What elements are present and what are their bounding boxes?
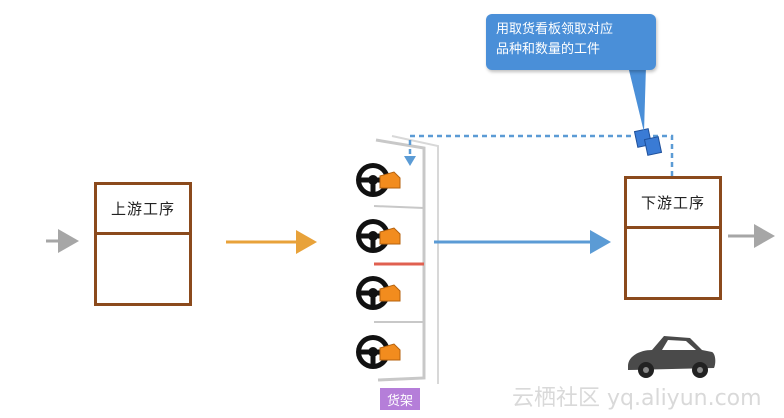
shelf-label: 货架 — [380, 388, 420, 410]
shelf-item-1 — [356, 163, 401, 197]
shelf-item-3 — [356, 276, 401, 310]
downstream-process-label: 下游工序 — [627, 179, 719, 229]
shelf-item-2 — [356, 219, 401, 253]
kanban-cards-icon — [633, 128, 663, 156]
upstream-process-box: 上游工序 — [94, 182, 192, 306]
upstream-process-label: 上游工序 — [97, 185, 189, 235]
watermark: 云栖社区 yq.aliyun.com — [512, 386, 762, 411]
callout-pointer — [628, 66, 646, 132]
shelf-rack — [373, 135, 439, 384]
downstream-process-box: 下游工序 — [624, 176, 722, 300]
callout-line-1: 用取货看板领取对应 — [496, 22, 614, 37]
kanban-return-path — [408, 134, 674, 176]
callout-line-2: 品种和数量的工件 — [496, 42, 601, 57]
car-icon — [628, 336, 716, 378]
kanban-callout: 用取货看板领取对应 品种和数量的工件 — [486, 14, 656, 70]
shelf-item-4 — [356, 335, 401, 369]
